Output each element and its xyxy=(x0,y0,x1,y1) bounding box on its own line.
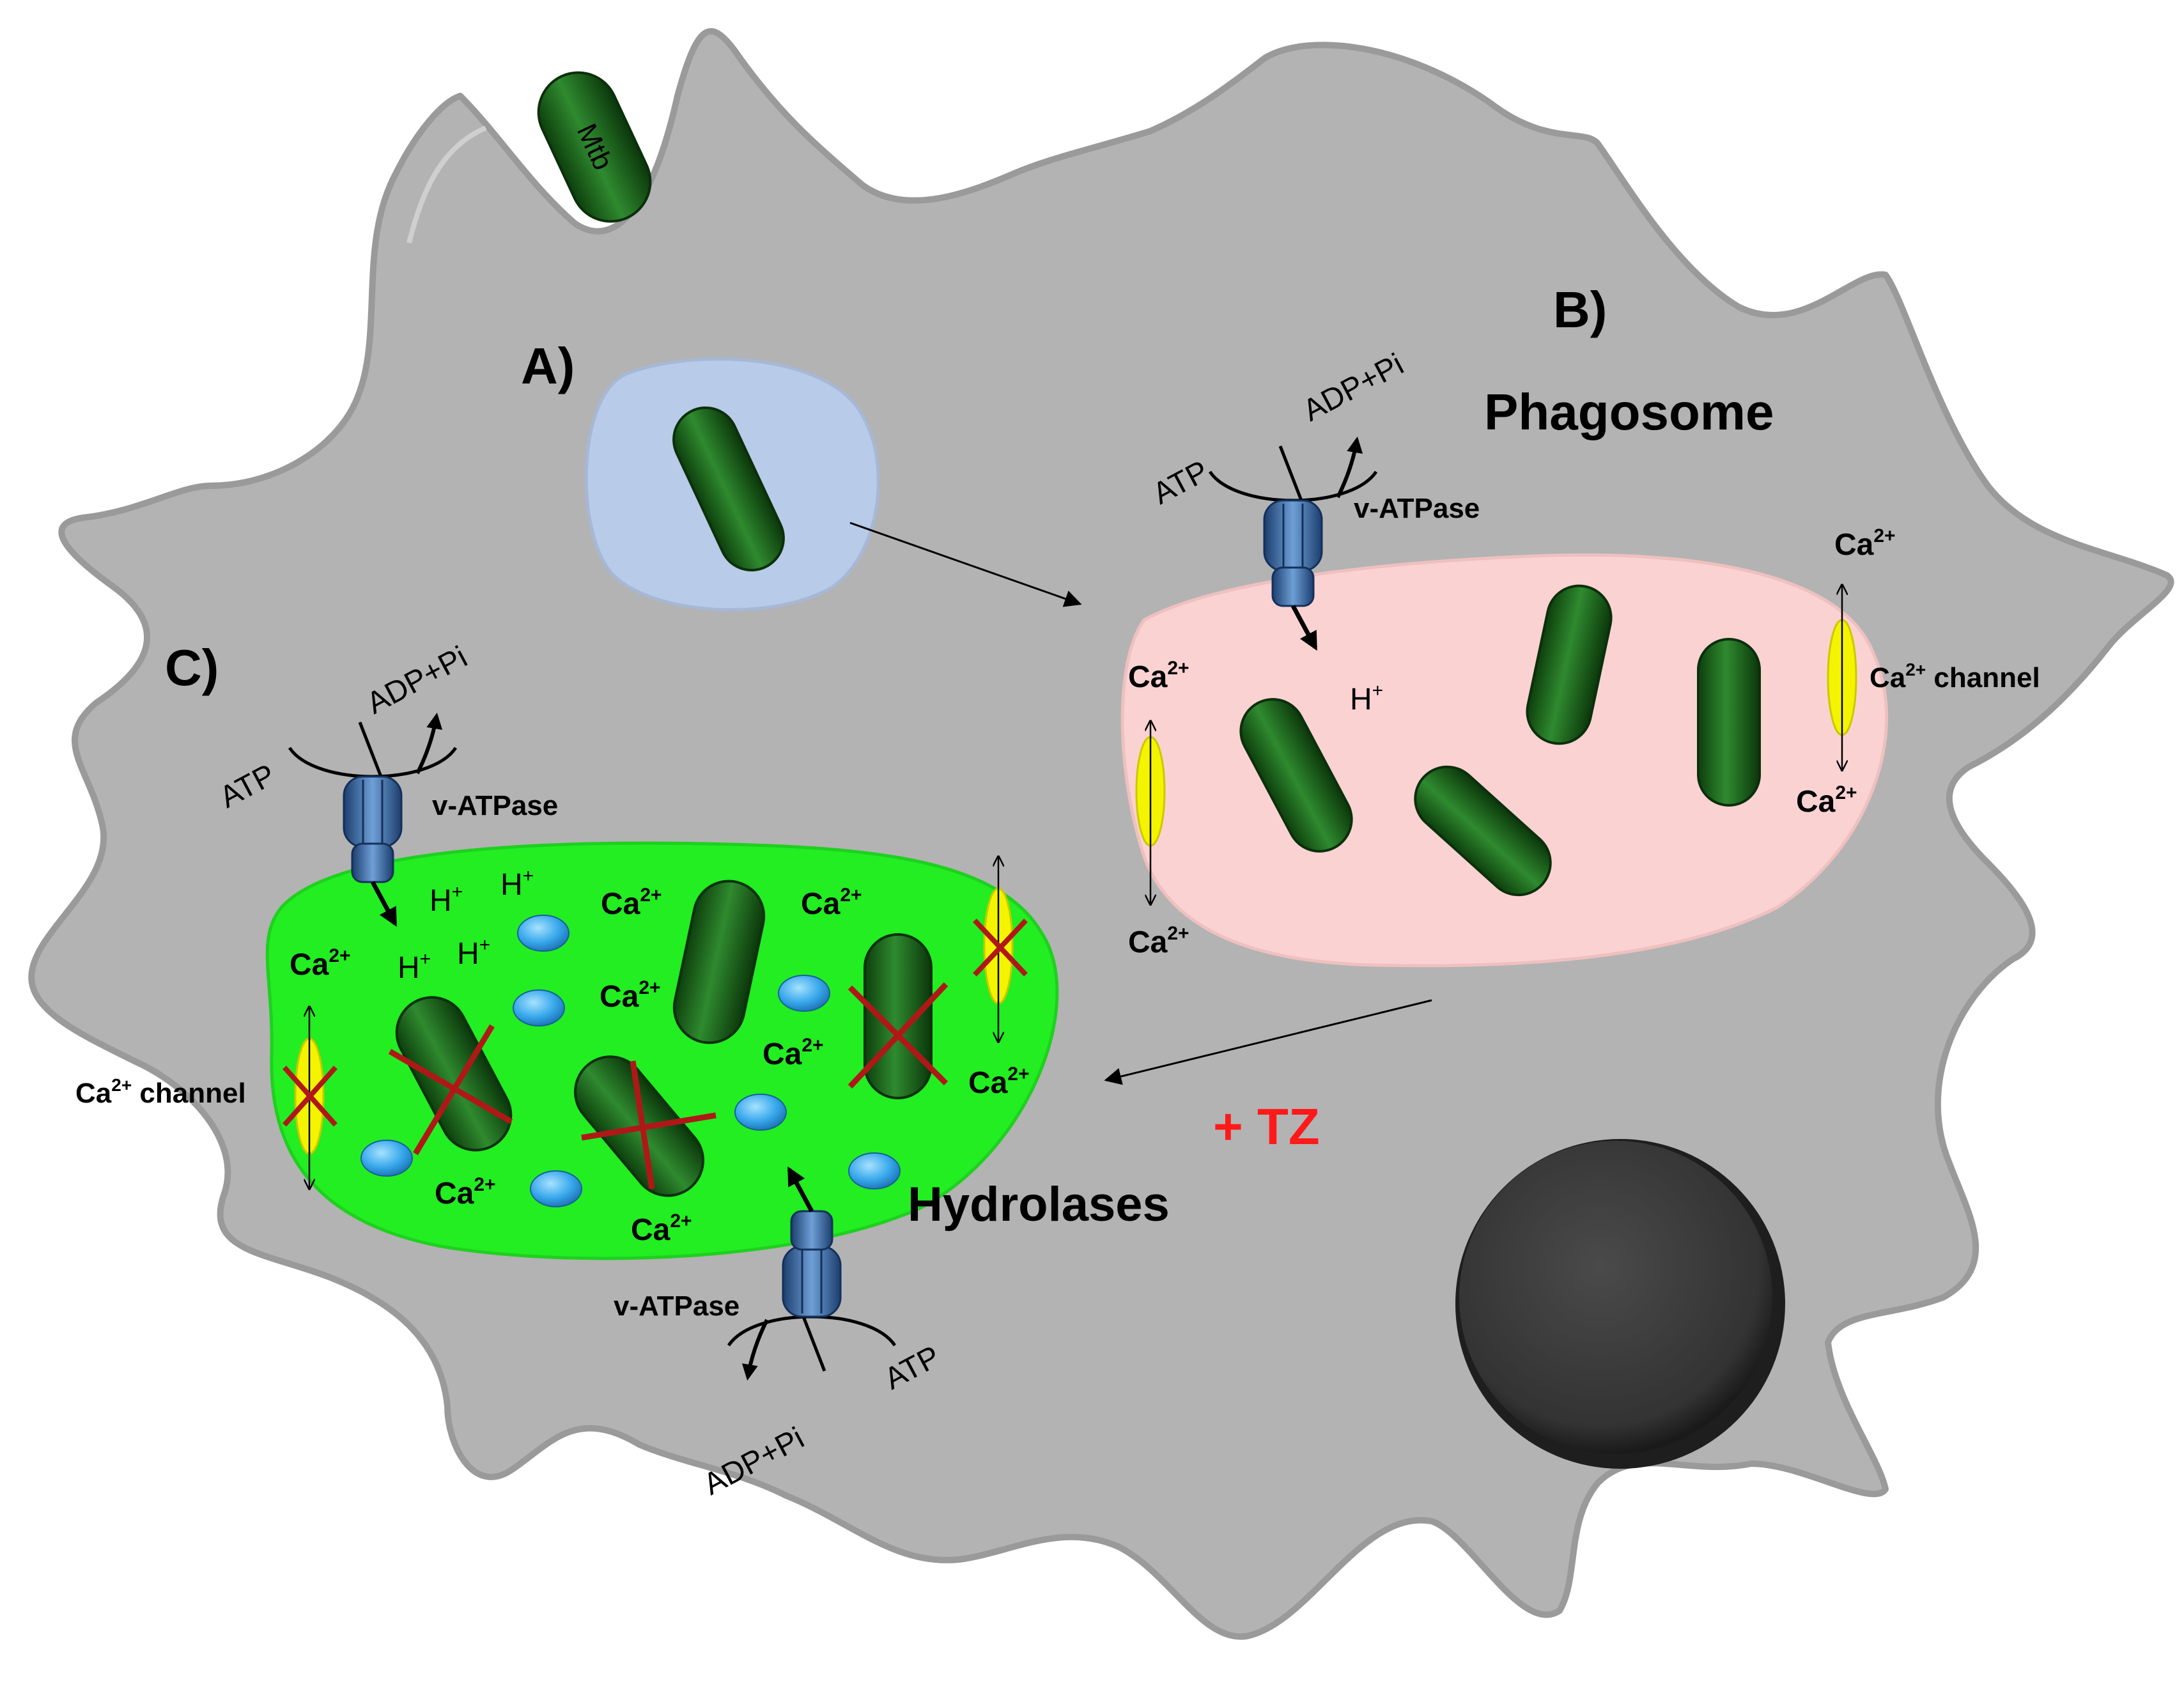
mtb-bacterium xyxy=(864,933,933,1099)
calcium-label: Ca2+ xyxy=(601,885,662,921)
treatment-label: + TZ xyxy=(1213,1098,1320,1155)
proton-label: H+ xyxy=(398,949,431,985)
hydrolase-particle xyxy=(848,1152,901,1189)
hydrolase-particle xyxy=(530,1170,582,1207)
calcium-label: Ca2+ xyxy=(801,885,862,921)
calcium-channel-label: Ca2+ channel xyxy=(75,1075,246,1109)
hydrolase-particle xyxy=(517,915,569,952)
calcium-label: Ca2+ xyxy=(435,1174,496,1211)
phagosome xyxy=(1120,553,1888,968)
hydrolase-particle xyxy=(734,1094,787,1131)
hydrolases-label: Hydrolases xyxy=(908,1177,1170,1232)
calcium-label: Ca2+ xyxy=(1128,923,1189,959)
mtb-bacterium xyxy=(1414,765,1552,897)
calcium-channel-phagosome-left xyxy=(1135,721,1166,904)
v-atpase-pump-phagolysosome-top xyxy=(288,713,458,927)
bacterial-killing-marks xyxy=(388,982,949,1189)
calcium-label: Ca2+ xyxy=(600,977,661,1014)
calcium-label: Ca2+ xyxy=(763,1035,824,1071)
proton-label: H+ xyxy=(500,865,534,902)
mtb-bacterium xyxy=(395,996,513,1152)
calcium-label: Ca2+ xyxy=(968,1064,1030,1100)
hydrolase-particles xyxy=(360,915,901,1207)
v-atpase-label-phagolysosome-top: v-ATPase xyxy=(432,790,558,821)
calcium-label: Ca2+ xyxy=(1796,782,1857,819)
calcium-label: Ca2+ xyxy=(631,1211,692,1247)
trafficking-arrows xyxy=(849,522,1432,1085)
calcium-channel-phagolysosome-right xyxy=(973,856,1028,1042)
phagosome-mtb-bacteria xyxy=(1239,584,1761,897)
mtb-bacterium xyxy=(672,879,766,1044)
v-atpase-label-phagolysosome-bottom: v-ATPase xyxy=(614,1290,740,1322)
proton-label: H+ xyxy=(430,881,463,918)
mtb-bacterium xyxy=(1697,638,1761,807)
vesicle-mtb-bacterium xyxy=(672,406,785,572)
v-atpase-pump-phagolysosome-bottom xyxy=(727,1166,897,1381)
v-atpase-pump-phagosome xyxy=(1208,437,1378,651)
calcium-label: Ca2+ xyxy=(1128,658,1189,694)
proton-label: H+ xyxy=(1350,680,1383,716)
calcium-channel-label: Ca2+ channel xyxy=(1870,660,2040,693)
hydrolase-particle xyxy=(513,989,565,1026)
early-phagocytic-vesicle xyxy=(584,357,880,612)
v-atpase-label-phagosome: v-ATPase xyxy=(1354,493,1480,524)
calcium-label: Ca2+ xyxy=(290,945,351,982)
panel-label-a: A) xyxy=(521,337,575,394)
panel-label-b: B) xyxy=(1553,281,1607,338)
arrow-vesicle-to-phagosome xyxy=(849,522,1082,607)
hydrolase-particle xyxy=(360,1140,413,1177)
proton-label: H+ xyxy=(457,934,490,971)
nucleus xyxy=(1455,1139,1785,1469)
mtb-bacterium xyxy=(1526,584,1613,745)
calcium-channels xyxy=(283,585,1857,1189)
extracellular-mtb-bacterium: Mtb xyxy=(537,71,652,223)
phagolysosome xyxy=(265,841,1059,1260)
panel-label-c: C) xyxy=(165,639,219,696)
phagosome-label: Phagosome xyxy=(1484,383,1774,440)
calcium-channel-phagolysosome-left xyxy=(283,1007,337,1189)
hydrolase-particle xyxy=(778,975,830,1012)
calcium-label: Ca2+ xyxy=(1834,525,1896,562)
text-labels: A) B) C) Phagosome Hydrolases + TZ v-ATP… xyxy=(75,281,2040,1502)
calcium-channel-phagosome-right xyxy=(1827,585,1857,770)
mtb-bacterium xyxy=(1239,698,1353,853)
arrow-phagosome-to-phagolysosome xyxy=(1104,999,1432,1085)
